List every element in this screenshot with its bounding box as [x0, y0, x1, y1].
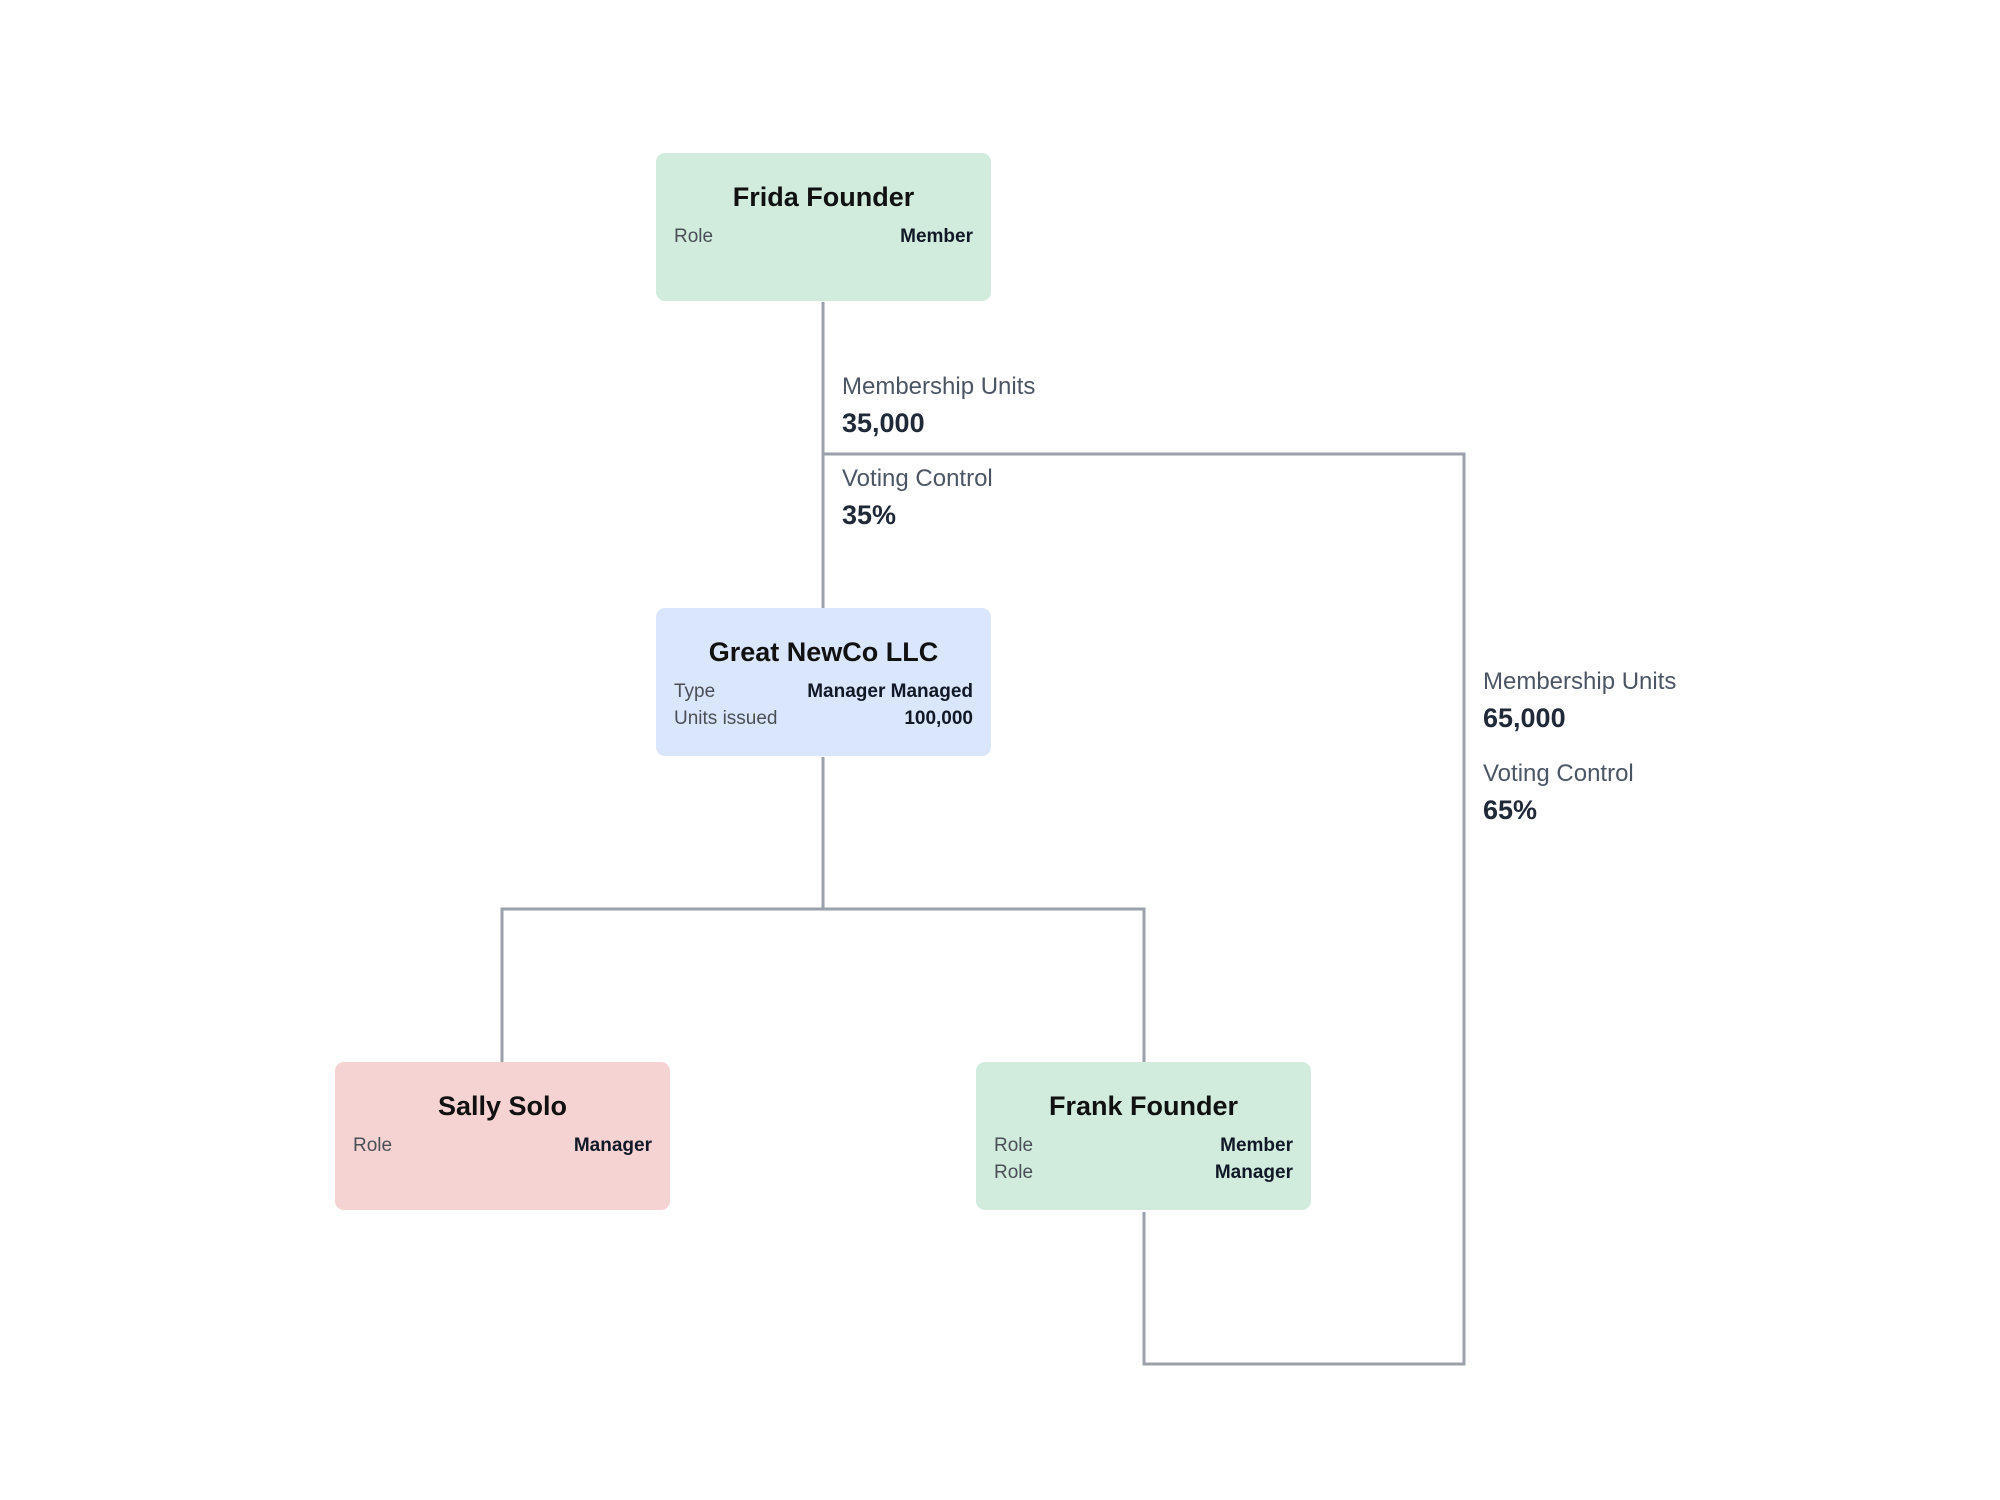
row-value: Manager — [1214, 1162, 1293, 1183]
row-label: Role — [994, 1135, 1034, 1156]
membership-units-value: 35,000 — [842, 408, 925, 438]
edge-label-frank-voting: Voting Control 65% — [1483, 756, 1634, 828]
node-row-role-manager: Role Manager — [994, 1159, 1293, 1186]
node-row-role: Role Member — [674, 223, 973, 250]
row-label: Role — [353, 1135, 393, 1156]
node-title: Sally Solo — [437, 1091, 568, 1121]
node-title: Frida Founder — [732, 182, 915, 212]
node-row-role: Role Manager — [353, 1132, 652, 1159]
row-value: Manager Managed — [807, 681, 973, 702]
row-value: Member — [1220, 1135, 1293, 1156]
node-row-type: Type Manager Managed — [674, 678, 973, 705]
node-sally-solo[interactable]: Sally Solo Role Manager — [335, 1062, 670, 1210]
edge-label-frida-voting: Voting Control 35% — [842, 461, 993, 533]
node-row-units-issued: Units issued 100,000 — [674, 705, 973, 732]
row-label: Role — [994, 1162, 1034, 1183]
node-title: Great NewCo LLC — [708, 637, 939, 667]
row-value: Member — [900, 226, 973, 247]
row-value: 100,000 — [904, 708, 973, 729]
edge-label-frida-units: Membership Units 35,000 — [842, 369, 1035, 441]
node-row-role-member: Role Member — [994, 1132, 1293, 1159]
node-frida-founder[interactable]: Frida Founder Role Member — [656, 153, 991, 301]
membership-units-value: 65,000 — [1483, 703, 1566, 733]
membership-units-label: Membership Units — [1483, 668, 1677, 695]
voting-control-value: 35% — [842, 500, 897, 530]
row-value: Manager — [573, 1135, 652, 1156]
edge-label-frank-units: Membership Units 65,000 — [1483, 664, 1676, 736]
row-label: Type — [674, 681, 716, 702]
node-frank-founder[interactable]: Frank Founder Role Member Role Manager — [976, 1062, 1311, 1210]
membership-units-label: Membership Units — [842, 373, 1036, 400]
voting-control-value: 65% — [1483, 795, 1538, 825]
node-title: Frank Founder — [1048, 1091, 1238, 1121]
row-label: Units issued — [674, 708, 778, 729]
connector-frank-to-newco-ownership — [823, 452, 1466, 1366]
connector-manager-branch — [500, 907, 1146, 1062]
node-great-newco-llc[interactable]: Great NewCo LLC Type Manager Managed Uni… — [656, 608, 991, 756]
voting-control-label: Voting Control — [842, 465, 993, 492]
row-label: Role — [674, 226, 714, 247]
voting-control-label: Voting Control — [1483, 760, 1634, 787]
